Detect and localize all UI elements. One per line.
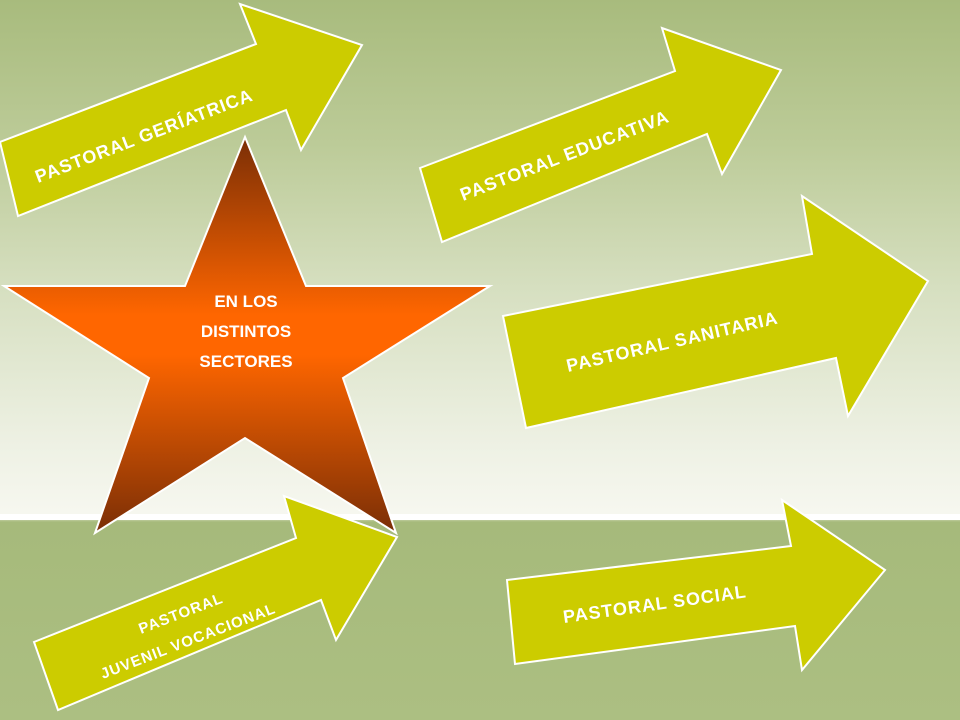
star-label-line-1: EN LOS [214, 292, 277, 311]
star-en-los-distintos-sectores: EN LOS DISTINTOS SECTORES [0, 134, 494, 536]
arrow-shape [501, 193, 930, 430]
arrow-pastoral-social: PASTORAL SOCIAL [505, 497, 887, 673]
arrow-pastoral-sanitaria: PASTORAL SANITARIA [501, 193, 930, 430]
arrow-shape [418, 26, 783, 244]
arrow-shape [505, 497, 887, 673]
star-shape [0, 134, 494, 536]
arrow-pastoral-juvenil-vocacional: PASTORAL JUVENIL VOCACIONAL [32, 494, 399, 712]
arrow-pastoral-geriatrica: PASTORAL GERÍATRICA [0, 2, 364, 218]
horizontal-divider [0, 514, 960, 520]
arrow-shape [0, 2, 364, 218]
arrow-shape [32, 494, 399, 712]
arrow-pastoral-educativa: PASTORAL EDUCATIVA [418, 26, 783, 244]
star-label-line-3: SECTORES [199, 352, 292, 371]
star-label-line-2: DISTINTOS [201, 322, 291, 341]
